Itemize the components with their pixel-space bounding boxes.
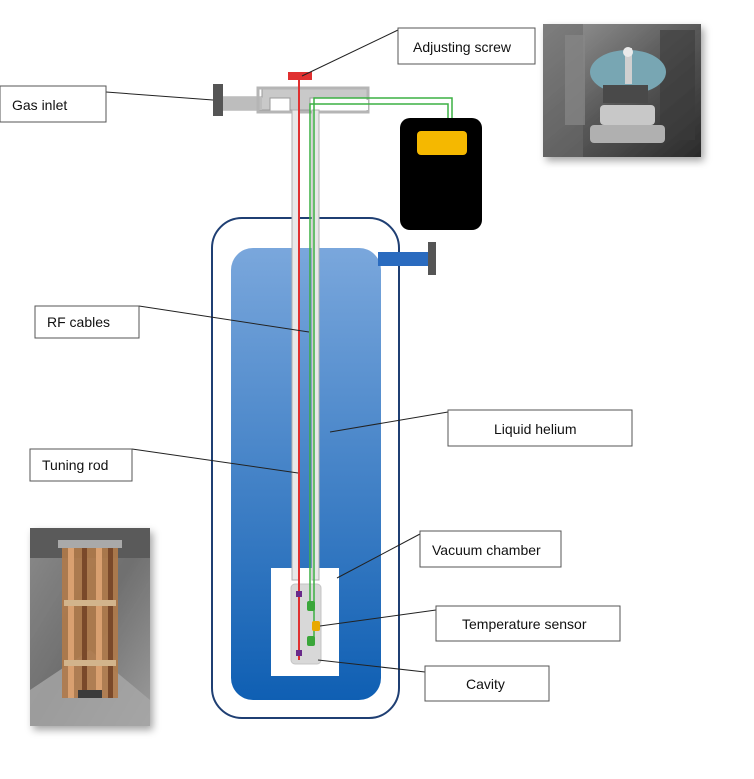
photo-cavity-insert	[30, 528, 150, 726]
connector-upper	[307, 601, 315, 611]
label-tuning-rod: Tuning rod	[29, 448, 133, 482]
leader-adjusting-screw	[301, 29, 399, 77]
marker-lower	[296, 650, 302, 656]
label-tuning-rod-text: Tuning rod	[42, 457, 108, 473]
label-temperature-sensor: Temperature sensor	[435, 605, 621, 642]
connector-lower	[307, 636, 315, 646]
leader-temperature-sensor	[319, 609, 437, 627]
helium-side-pipe	[378, 252, 430, 266]
label-rf-cables-text: RF cables	[47, 314, 110, 330]
label-gas-inlet-text: Gas inlet	[12, 97, 67, 113]
label-liquid-helium: Liquid helium	[447, 409, 633, 447]
label-cavity: Cavity	[424, 665, 550, 702]
shaft-left	[291, 109, 300, 581]
label-liquid-helium-text: Liquid helium	[494, 421, 577, 437]
photo-top-flange	[543, 24, 701, 157]
leader-tuning-rod	[131, 448, 299, 474]
label-gas-inlet: Gas inlet	[0, 85, 107, 123]
leader-vacuum-chamber	[336, 533, 421, 579]
label-adjusting-screw-text: Adjusting screw	[413, 39, 512, 55]
rf-cable-1	[309, 103, 449, 608]
readout-display	[417, 131, 467, 155]
leader-rf-cables	[138, 305, 310, 333]
gas-pipe-right	[320, 100, 368, 110]
label-rf-cables: RF cables	[34, 305, 140, 339]
liquid-helium-vessel	[231, 248, 381, 700]
leader-cavity	[317, 659, 426, 673]
helium-side-flange	[428, 242, 436, 275]
label-temperature-sensor-text: Temperature sensor	[462, 616, 587, 632]
label-cavity-text: Cavity	[466, 676, 505, 692]
gas-pipe-left	[222, 97, 262, 110]
rf-cable-2	[313, 97, 453, 643]
leader-gas-inlet	[105, 91, 214, 101]
gas-inlet-flange	[213, 84, 223, 116]
temperature-sensor	[312, 621, 320, 631]
marker-upper	[296, 591, 302, 597]
adjusting-screw	[288, 72, 312, 80]
leader-liquid-helium	[329, 411, 449, 433]
label-vacuum-chamber: Vacuum chamber	[419, 530, 562, 568]
label-adjusting-screw: Adjusting screw	[397, 27, 536, 65]
label-vacuum-chamber-text: Vacuum chamber	[432, 542, 541, 558]
shaft-right	[311, 109, 320, 581]
